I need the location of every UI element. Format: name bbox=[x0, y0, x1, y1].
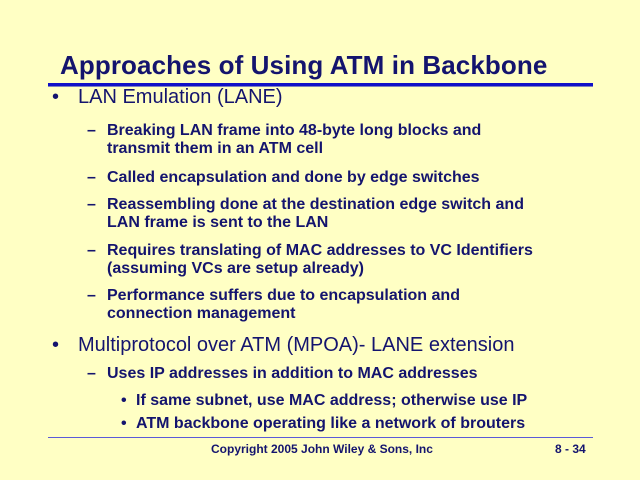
slide-title: Approaches of Using ATM in Backbone bbox=[60, 50, 548, 80]
copyright-footer: Copyright 2005 John Wiley & Sons, Inc bbox=[211, 442, 433, 456]
bullet-mpoa: • Multiprotocol over ATM (MPOA)- LANE ex… bbox=[52, 334, 515, 357]
dash-marker: – bbox=[87, 365, 96, 382]
sub-bullet: – Requires translating of MAC addresses … bbox=[87, 242, 533, 278]
bullet-lane: • LAN Emulation (LANE) bbox=[52, 86, 283, 109]
dash-marker: – bbox=[87, 169, 96, 186]
bullet-marker: • bbox=[121, 392, 127, 409]
dash-marker: – bbox=[87, 287, 96, 304]
sub-bullet: – Performance suffers due to encapsulati… bbox=[87, 287, 460, 323]
sub-sub-bullet: • ATM backbone operating like a network … bbox=[121, 415, 526, 433]
title-divider bbox=[48, 83, 593, 87]
sub-bullet-line: Performance suffers due to encapsulation… bbox=[107, 287, 460, 304]
bullet-marker: • bbox=[52, 86, 60, 108]
dash-marker: – bbox=[87, 242, 96, 259]
sub-bullet: – Breaking LAN frame into 48-byte long b… bbox=[87, 122, 482, 158]
page-number: 8 - 34 bbox=[555, 442, 586, 456]
sub-bullet: – Reassembling done at the destination e… bbox=[87, 196, 524, 232]
sub-bullet-line: transmit them in an ATM cell bbox=[107, 140, 324, 157]
dash-marker: – bbox=[87, 122, 96, 139]
bullet-text: LAN Emulation (LANE) bbox=[78, 86, 283, 108]
sub-bullet-line: connection management bbox=[107, 305, 296, 322]
sub-bullet-line: Requires translating of MAC addresses to… bbox=[107, 242, 533, 259]
bullet-marker: • bbox=[121, 415, 127, 432]
bullet-marker: • bbox=[52, 334, 60, 356]
sub-bullet-line: Called encapsulation and done by edge sw… bbox=[107, 169, 480, 186]
sub-sub-bullet-text: ATM backbone operating like a network of… bbox=[136, 415, 526, 432]
sub-bullet: – Uses IP addresses in addition to MAC a… bbox=[87, 365, 478, 383]
footer-divider bbox=[48, 437, 593, 438]
dash-marker: – bbox=[87, 196, 96, 213]
sub-bullet-line: Reassembling done at the destination edg… bbox=[107, 196, 524, 213]
sub-sub-bullet: • If same subnet, use MAC address; other… bbox=[121, 392, 528, 410]
sub-bullet-line: Uses IP addresses in addition to MAC add… bbox=[107, 365, 478, 382]
sub-bullet: – Called encapsulation and done by edge … bbox=[87, 169, 480, 187]
sub-bullet-line: (assuming VCs are setup already) bbox=[107, 260, 364, 277]
bullet-text: Multiprotocol over ATM (MPOA)- LANE exte… bbox=[78, 334, 515, 356]
sub-sub-bullet-text: If same subnet, use MAC address; otherwi… bbox=[136, 392, 528, 409]
sub-bullet-line: Breaking LAN frame into 48-byte long blo… bbox=[107, 122, 482, 139]
sub-bullet-line: LAN frame is sent to the LAN bbox=[107, 214, 329, 231]
